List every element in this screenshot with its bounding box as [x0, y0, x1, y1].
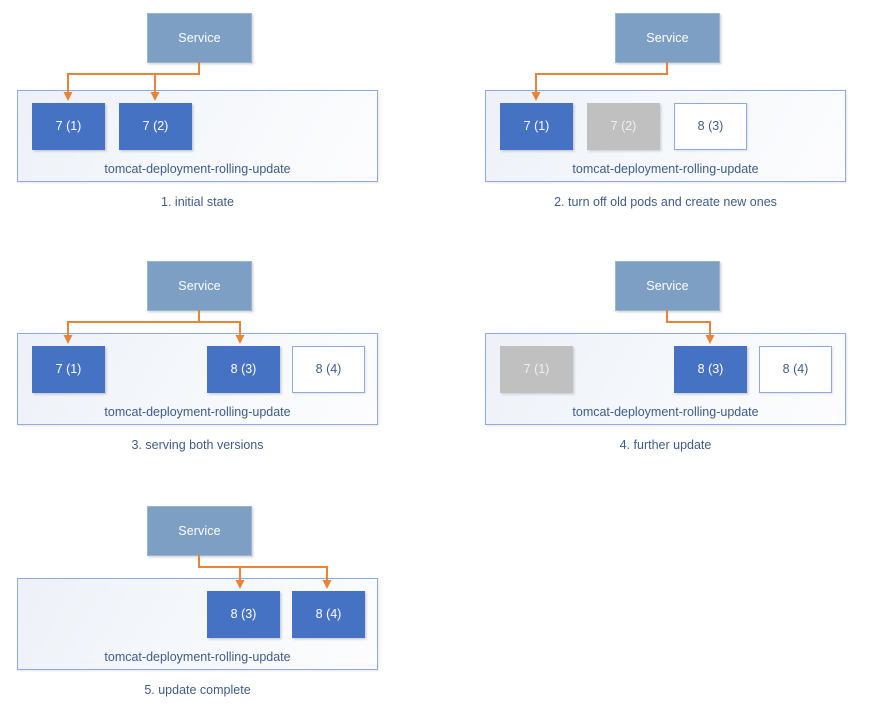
pod-box[interactable]: 8 (4)	[292, 346, 365, 393]
pod-box[interactable]: 7 (1)	[500, 103, 573, 150]
pod-box[interactable]: 8 (3)	[674, 346, 747, 393]
pod-box[interactable]: 7 (2)	[587, 103, 660, 150]
service-label: Service	[646, 30, 689, 45]
pod-box[interactable]: 8 (4)	[759, 346, 832, 393]
service-box[interactable]: Service	[615, 13, 720, 63]
deployment-label: tomcat-deployment-rolling-update	[572, 404, 759, 419]
pod-label: 8 (4)	[315, 607, 342, 622]
pod-label: 7 (2)	[610, 119, 637, 134]
service-box[interactable]: Service	[615, 261, 720, 311]
pod-label: 7 (1)	[523, 119, 550, 134]
pod-label: 7 (1)	[55, 119, 82, 134]
deployment-label: tomcat-deployment-rolling-update	[104, 161, 291, 176]
pod-label: 8 (3)	[697, 119, 724, 134]
panel-caption: 2. turn off old pods and create new ones	[554, 195, 777, 209]
panel-caption: 1. initial state	[161, 195, 234, 209]
pod-box[interactable]: 8 (3)	[207, 346, 280, 393]
deployment-label: tomcat-deployment-rolling-update	[104, 404, 291, 419]
pod-box[interactable]: 7 (1)	[32, 346, 105, 393]
pod-label: 8 (3)	[697, 362, 724, 377]
service-box[interactable]: Service	[147, 506, 252, 556]
deployment-label: tomcat-deployment-rolling-update	[104, 649, 291, 664]
service-label: Service	[646, 278, 689, 293]
panel-caption: 5. update complete	[144, 683, 251, 697]
pod-label: 7 (2)	[142, 119, 169, 134]
pod-label: 7 (1)	[523, 362, 550, 377]
pod-box[interactable]: 8 (3)	[674, 103, 747, 150]
pod-box[interactable]: 7 (1)	[32, 103, 105, 150]
panel-caption: 3. serving both versions	[131, 438, 264, 452]
service-label: Service	[178, 523, 221, 538]
pod-label: 8 (4)	[315, 362, 342, 377]
pod-box[interactable]: 8 (4)	[292, 591, 365, 638]
pod-box[interactable]: 7 (1)	[500, 346, 573, 393]
pod-box[interactable]: 7 (2)	[119, 103, 192, 150]
service-box[interactable]: Service	[147, 261, 252, 311]
pod-label: 8 (3)	[230, 607, 257, 622]
service-label: Service	[178, 278, 221, 293]
deployment-label: tomcat-deployment-rolling-update	[572, 161, 759, 176]
panel-caption: 4. further update	[619, 438, 712, 452]
service-box[interactable]: Service	[147, 13, 252, 63]
service-label: Service	[178, 30, 221, 45]
pod-label: 8 (3)	[230, 362, 257, 377]
pod-box[interactable]: 8 (3)	[207, 591, 280, 638]
pod-label: 7 (1)	[55, 362, 82, 377]
pod-label: 8 (4)	[782, 362, 809, 377]
